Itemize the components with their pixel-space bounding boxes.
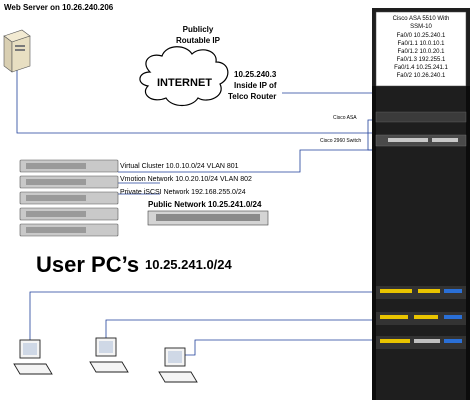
- asa-interface-5: Fa0/2 10.26.240.1: [396, 73, 446, 79]
- cable-webserver-asa: [16, 62, 372, 134]
- cable-switch-asa: [367, 119, 372, 151]
- cable-pc2: [105, 319, 372, 340]
- network-label-virtual-cluster: Virtual Cluster 10.0.10.0/24 VLAN 801: [120, 163, 239, 170]
- cable-cluster-switch: [118, 149, 372, 173]
- pc-icon: [13, 339, 53, 375]
- cisco-2960-switch-label: Cisco 2960 Switch: [320, 138, 362, 144]
- web-server-label: Web Server on 10.26.240.206: [4, 3, 114, 12]
- cisco-asa-device: [375, 111, 467, 123]
- central-switch: [147, 210, 269, 226]
- cable-pc1: [29, 291, 372, 340]
- cable-pc3: [175, 339, 372, 356]
- internet-top-label-line2: Routable IP: [175, 36, 220, 45]
- cables: [16, 62, 372, 356]
- network-label-iscsi: Private iSCSI Network 192.168.255.0/24: [120, 189, 246, 196]
- asa-title-line2: SSM-10: [410, 24, 432, 30]
- network-label-public: Public Network 10.25.241.0/24: [148, 200, 262, 209]
- router-desc-line1: Inside IP of: [234, 81, 277, 90]
- cisco-asa-label: Cisco ASA: [333, 115, 357, 121]
- network-label-vmotion: Vmotion Network 10.0.20.10/24 VLAN 802: [120, 176, 252, 183]
- asa-title-line1: Cisco ASA 5510 With: [392, 16, 450, 22]
- cisco-2960-switch-device: [375, 134, 467, 147]
- asa-interface-2: Fa0/1.2 10.0.20.1: [397, 49, 445, 55]
- asa-interface-3: Fa0/1.3 192.255.1: [396, 57, 446, 63]
- equipment-rack: [372, 8, 470, 400]
- router-ip-label: 10.25.240.3: [234, 70, 277, 79]
- router-desc-line2: Telco Router: [228, 92, 277, 101]
- internet-top-label-line1: Publicly: [182, 25, 214, 34]
- asa-interface-1: Fa0/1.1 10.0.10.1: [397, 41, 445, 47]
- rack-patch-panels: [376, 286, 466, 349]
- user-pcs-subnet: 10.25.241.0/24: [145, 257, 232, 272]
- web-server-icon: [3, 29, 31, 73]
- pc-icon: [89, 337, 129, 373]
- internet-cloud-icon: [139, 46, 229, 107]
- user-pcs-title: User PC’s: [36, 252, 140, 277]
- asa-interface-4: Fa0/1.4 10.25.241.1: [394, 65, 448, 71]
- asa-interface-0: Fa0/0 10.25.240.1: [396, 33, 446, 39]
- pc-icon: [158, 347, 198, 383]
- internet-cloud-label: INTERNET: [157, 77, 212, 89]
- server-cluster: [19, 159, 119, 237]
